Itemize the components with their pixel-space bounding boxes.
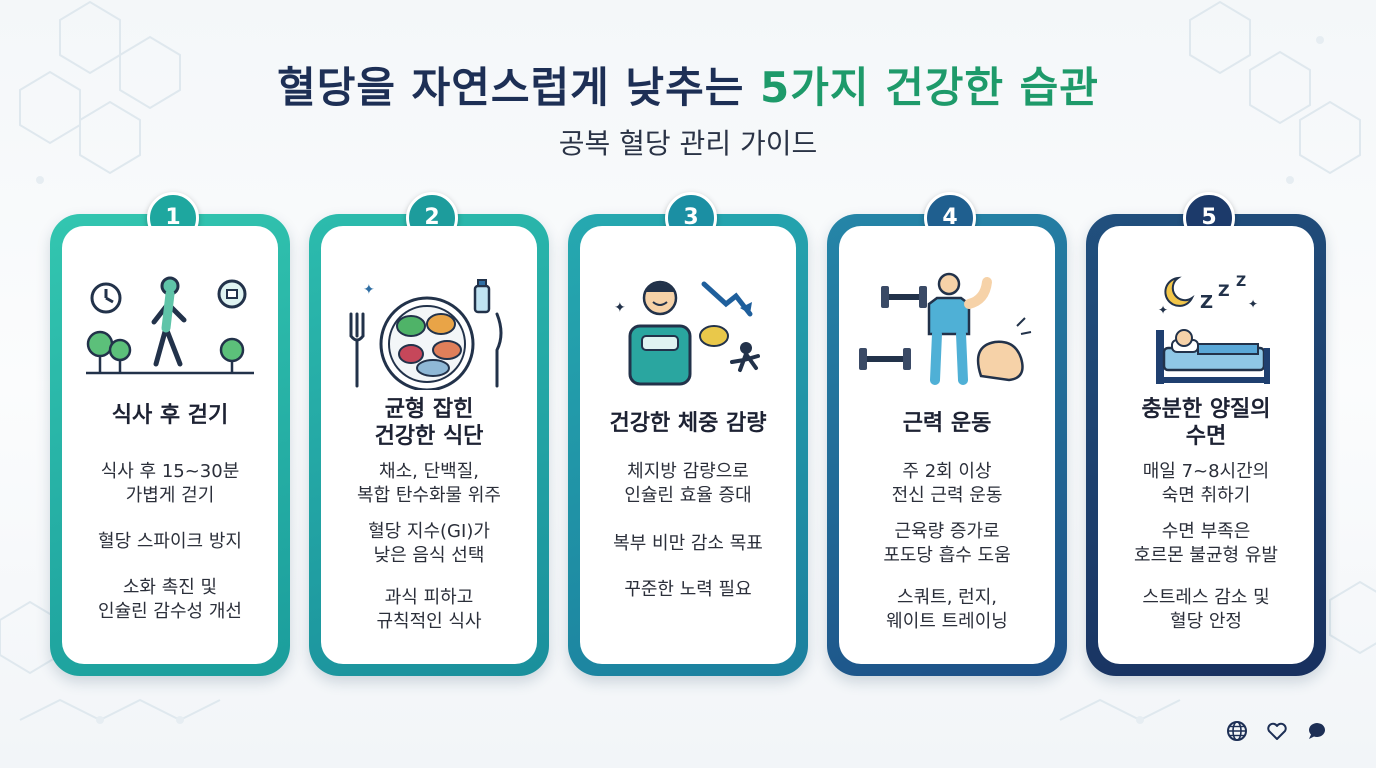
card-desc-line: 주 2회 이상 [902, 461, 992, 482]
card-desc-3: 스쿼트, 런지, 웨이트 트레이닝 [845, 586, 1049, 634]
card-desc-line: 낮은 음식 선택 [373, 545, 485, 566]
card-desc-line: 웨이트 트레이닝 [886, 611, 1008, 632]
card-desc-line: 스쿼트, 런지, [897, 587, 997, 608]
card-title: 건강한 체중 감량 [586, 410, 790, 437]
healthy-plate-icon: ✦ [349, 279, 503, 390]
card-desc-2: 복부 비만 감소 목표 [586, 532, 790, 556]
card-desc-line: 숙면 취하기 [1161, 485, 1251, 506]
card-title-line: 건강한 체중 감량 [609, 411, 767, 436]
card-title-line: 식사 후 걷기 [111, 403, 229, 428]
card-desc-line: 식사 후 15~30분 [100, 461, 240, 482]
card-desc-line: 채소, 단백질, [379, 461, 479, 482]
heart-icon[interactable] [1266, 720, 1288, 742]
card-desc-line: 수면 부족은 [1161, 521, 1251, 542]
page-subtitle: 공복 혈당 관리 가이드 [558, 127, 818, 160]
svg-text:Z: Z [1200, 292, 1213, 313]
card-title-line: 건강한 식단 [374, 424, 484, 449]
card-desc-line: 꾸준한 노력 필요 [624, 579, 752, 600]
card-desc-line: 근육량 증가로 [894, 521, 1000, 542]
svg-text:✦: ✦ [363, 282, 375, 298]
card-title: 식사 후 걷기 [68, 402, 272, 429]
card-title-line: 수면 [1185, 424, 1227, 449]
weight-loss-icon: ✦ [614, 280, 760, 386]
card-desc-line: 스트레스 감소 및 [1142, 587, 1270, 608]
card-desc-3: 꾸준한 노력 필요 [586, 578, 790, 602]
walking-person-icon [86, 276, 254, 375]
footer-icons [1226, 720, 1328, 742]
title-accent: 5가지 건강한 습관 [759, 63, 1099, 112]
page-title: 혈당을 자연스럽게 낮추는 5가지 건강한 습관 [0, 54, 1376, 115]
card-desc-line: 호르몬 불균형 유발 [1134, 545, 1278, 566]
title-main: 혈당을 자연스럽게 낮추는 [277, 63, 760, 112]
card-desc-line: 혈당 스파이크 방지 [98, 531, 242, 552]
card-desc-line: 규칙적인 식사 [376, 611, 482, 632]
svg-text:✦: ✦ [1248, 297, 1258, 311]
card-desc-line: 체지방 감량으로 [627, 461, 749, 482]
card-desc-2: 혈당 스파이크 방지 [68, 530, 272, 554]
svg-text:✦: ✦ [1158, 303, 1168, 317]
card-desc-1: 채소, 단백질, 복합 탄수화물 위주 [327, 460, 531, 508]
sleep-icon: Z Z Z ✦ ✦ [1156, 274, 1270, 384]
card-desc-line: 과식 피하고 [384, 587, 474, 608]
card-desc-line: 복부 비만 감소 목표 [613, 533, 763, 554]
card-desc-line: 혈당 지수(GI)가 [368, 521, 490, 542]
card-desc-line: 인슐린 효율 증대 [624, 485, 752, 506]
svg-text:Z: Z [1236, 274, 1246, 290]
card-desc-line: 혈당 안정 [1170, 611, 1242, 632]
card-title-line: 균형 잡힌 [384, 397, 474, 422]
card-desc-line: 복합 탄수화물 위주 [357, 485, 501, 506]
card-desc-line: 전신 근력 운동 [891, 485, 1003, 506]
svg-text:✦: ✦ [614, 300, 626, 316]
card-desc-line: 인슐린 감수성 개선 [98, 601, 242, 622]
strength-training-icon [859, 272, 1032, 385]
card-desc-line: 매일 7~8시간의 [1142, 461, 1270, 482]
svg-text:Z: Z [1218, 281, 1230, 300]
card-desc-line: 가볍게 걷기 [125, 485, 215, 506]
card-desc-line: 소화 촉진 및 [122, 577, 218, 598]
card-title: 근력 운동 [845, 410, 1049, 437]
card-title-line: 근력 운동 [902, 411, 992, 436]
card-desc-line: 포도당 흡수 도움 [883, 545, 1011, 566]
globe-icon[interactable] [1226, 720, 1248, 742]
chat-icon[interactable] [1306, 720, 1328, 742]
card-title-line: 충분한 양질의 [1141, 397, 1271, 422]
